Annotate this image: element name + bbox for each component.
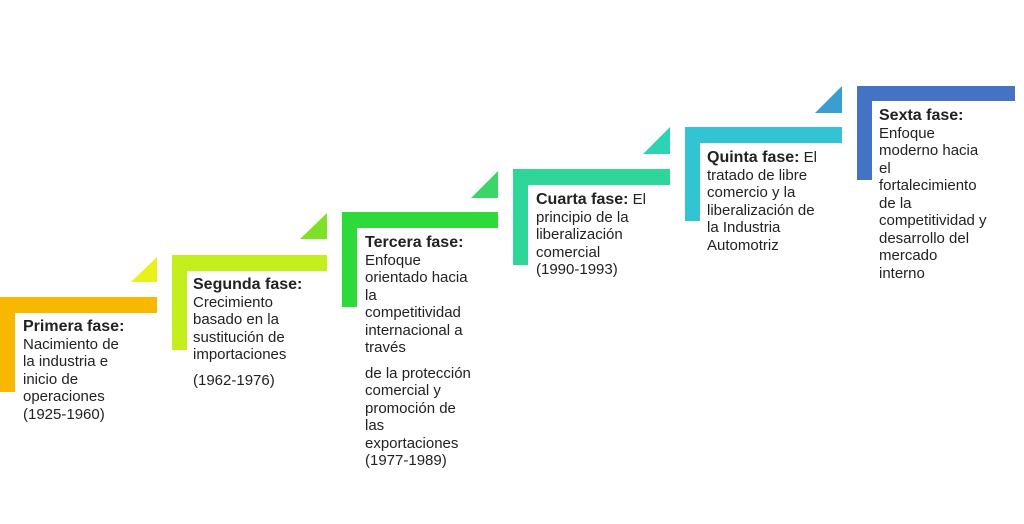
phase-3-line: las [365,417,385,434]
phase-1-bracket [0,257,157,392]
phase-5-line: Automotriz [707,236,779,254]
phase-5-title-inline: El [803,149,817,166]
phase-3-arrow-tip [471,171,498,198]
phase-6-line: interno [879,264,925,282]
phase-5-line: la Industria [707,219,781,236]
phase-3-line: competitividad [365,304,461,321]
phase-2-bracket-shape [172,255,327,350]
phase-6-line: de la [879,194,912,212]
phase-3-years: (1977-1989) [365,452,447,469]
phase-3-text: Tercera fase: Enfoque orientado hacia la… [365,234,510,470]
phase-2-arrow-tip [300,213,327,239]
phase-3-title: Tercera fase: [365,234,464,251]
phase-5-arrow-tip [815,86,842,113]
phase-5-line: tratado de libre [707,166,808,184]
phase-5-line: comercio y la [707,184,796,201]
phase-1-years: (1925-1960) [23,405,105,423]
phase-4-bracket-shape [513,169,670,265]
phase-4-line: liberalización [536,226,623,243]
phase-2-text: Segunda fase: Crecimiento basado en la s… [193,276,333,389]
phase-3-line: la [365,286,377,304]
phase-5-title: Quinta fase: [707,149,800,166]
phase-2-line: sustitución de [193,328,285,346]
phase-6-title: Sexta fase: [879,107,964,124]
phase-1-line: Nacimiento de [23,335,119,353]
phase-2-title: Segunda fase: [193,276,303,293]
phase-4-years: (1990-1993) [536,261,618,278]
phase-1-arrow-tip [131,257,157,282]
phase-5-title-row: Quinta fase: El [707,149,852,167]
phase-3-line: internacional a [365,321,463,339]
phase-4-title-row: Cuarta fase: El [536,191,681,209]
phase-3-bracket-shape [342,212,498,307]
phase-6-text: Sexta fase: Enfoque moderno hacia el for… [879,107,1019,282]
phase-1-line: operaciones [23,388,105,405]
phase-4-title-inline: El [632,191,646,208]
phase-6-bracket-shape [857,86,1015,180]
phase-2-bracket [172,213,327,350]
phase-1-bracket-shape [0,297,157,392]
phase-5-text: Quinta fase: El tratado de libre comerci… [707,149,852,254]
phase-6-line: moderno hacia [879,142,979,159]
phase-2-years: (1962-1976) [193,371,275,389]
phase-5-bracket-shape [685,127,842,221]
phase-2-line: basado en la [193,311,279,328]
phase-2-line: importaciones [193,346,287,363]
phase-6-bracket [857,86,1015,180]
phase-6-line: desarrollo del [879,229,970,247]
phase-4-line: principio de la [536,208,629,226]
phase-1-line: inicio de [23,370,79,388]
phase-6-line: fortalecimiento [879,177,977,194]
phase-4-bracket [513,127,670,265]
phase-4-text: Cuarta fase: El principio de la liberali… [536,191,681,279]
phase-3-line: exportaciones [365,434,459,452]
phase-6-line: competitividad y [879,212,987,229]
phase-3-line: orientado hacia [365,269,468,286]
phase-4-arrow-tip [643,127,670,154]
phase-1-title: Primera fase: [23,318,125,335]
phase-3-line: de la protección [365,364,471,382]
phase-5-line: liberalización de [707,201,815,219]
phase-2-line: Crecimiento [193,293,274,311]
phase-1-text: Primera fase: Nacimiento de la industria… [23,318,158,423]
phase-3-bracket [342,171,498,307]
phase-4-title: Cuarta fase: [536,191,629,208]
phase-1-line: la industria e [23,353,109,370]
phase-3-line: Enfoque [365,251,421,269]
phase-3-line: promoción de [365,399,456,417]
phase-4-line: comercial [536,243,601,261]
phase-3-line: través [365,339,406,356]
phase-3-line: comercial y [365,382,441,399]
phase-6-line: el [879,159,891,177]
phase-6-line: Enfoque [879,124,935,142]
phase-6-line: mercado [879,247,938,264]
phase-5-bracket [685,86,842,221]
